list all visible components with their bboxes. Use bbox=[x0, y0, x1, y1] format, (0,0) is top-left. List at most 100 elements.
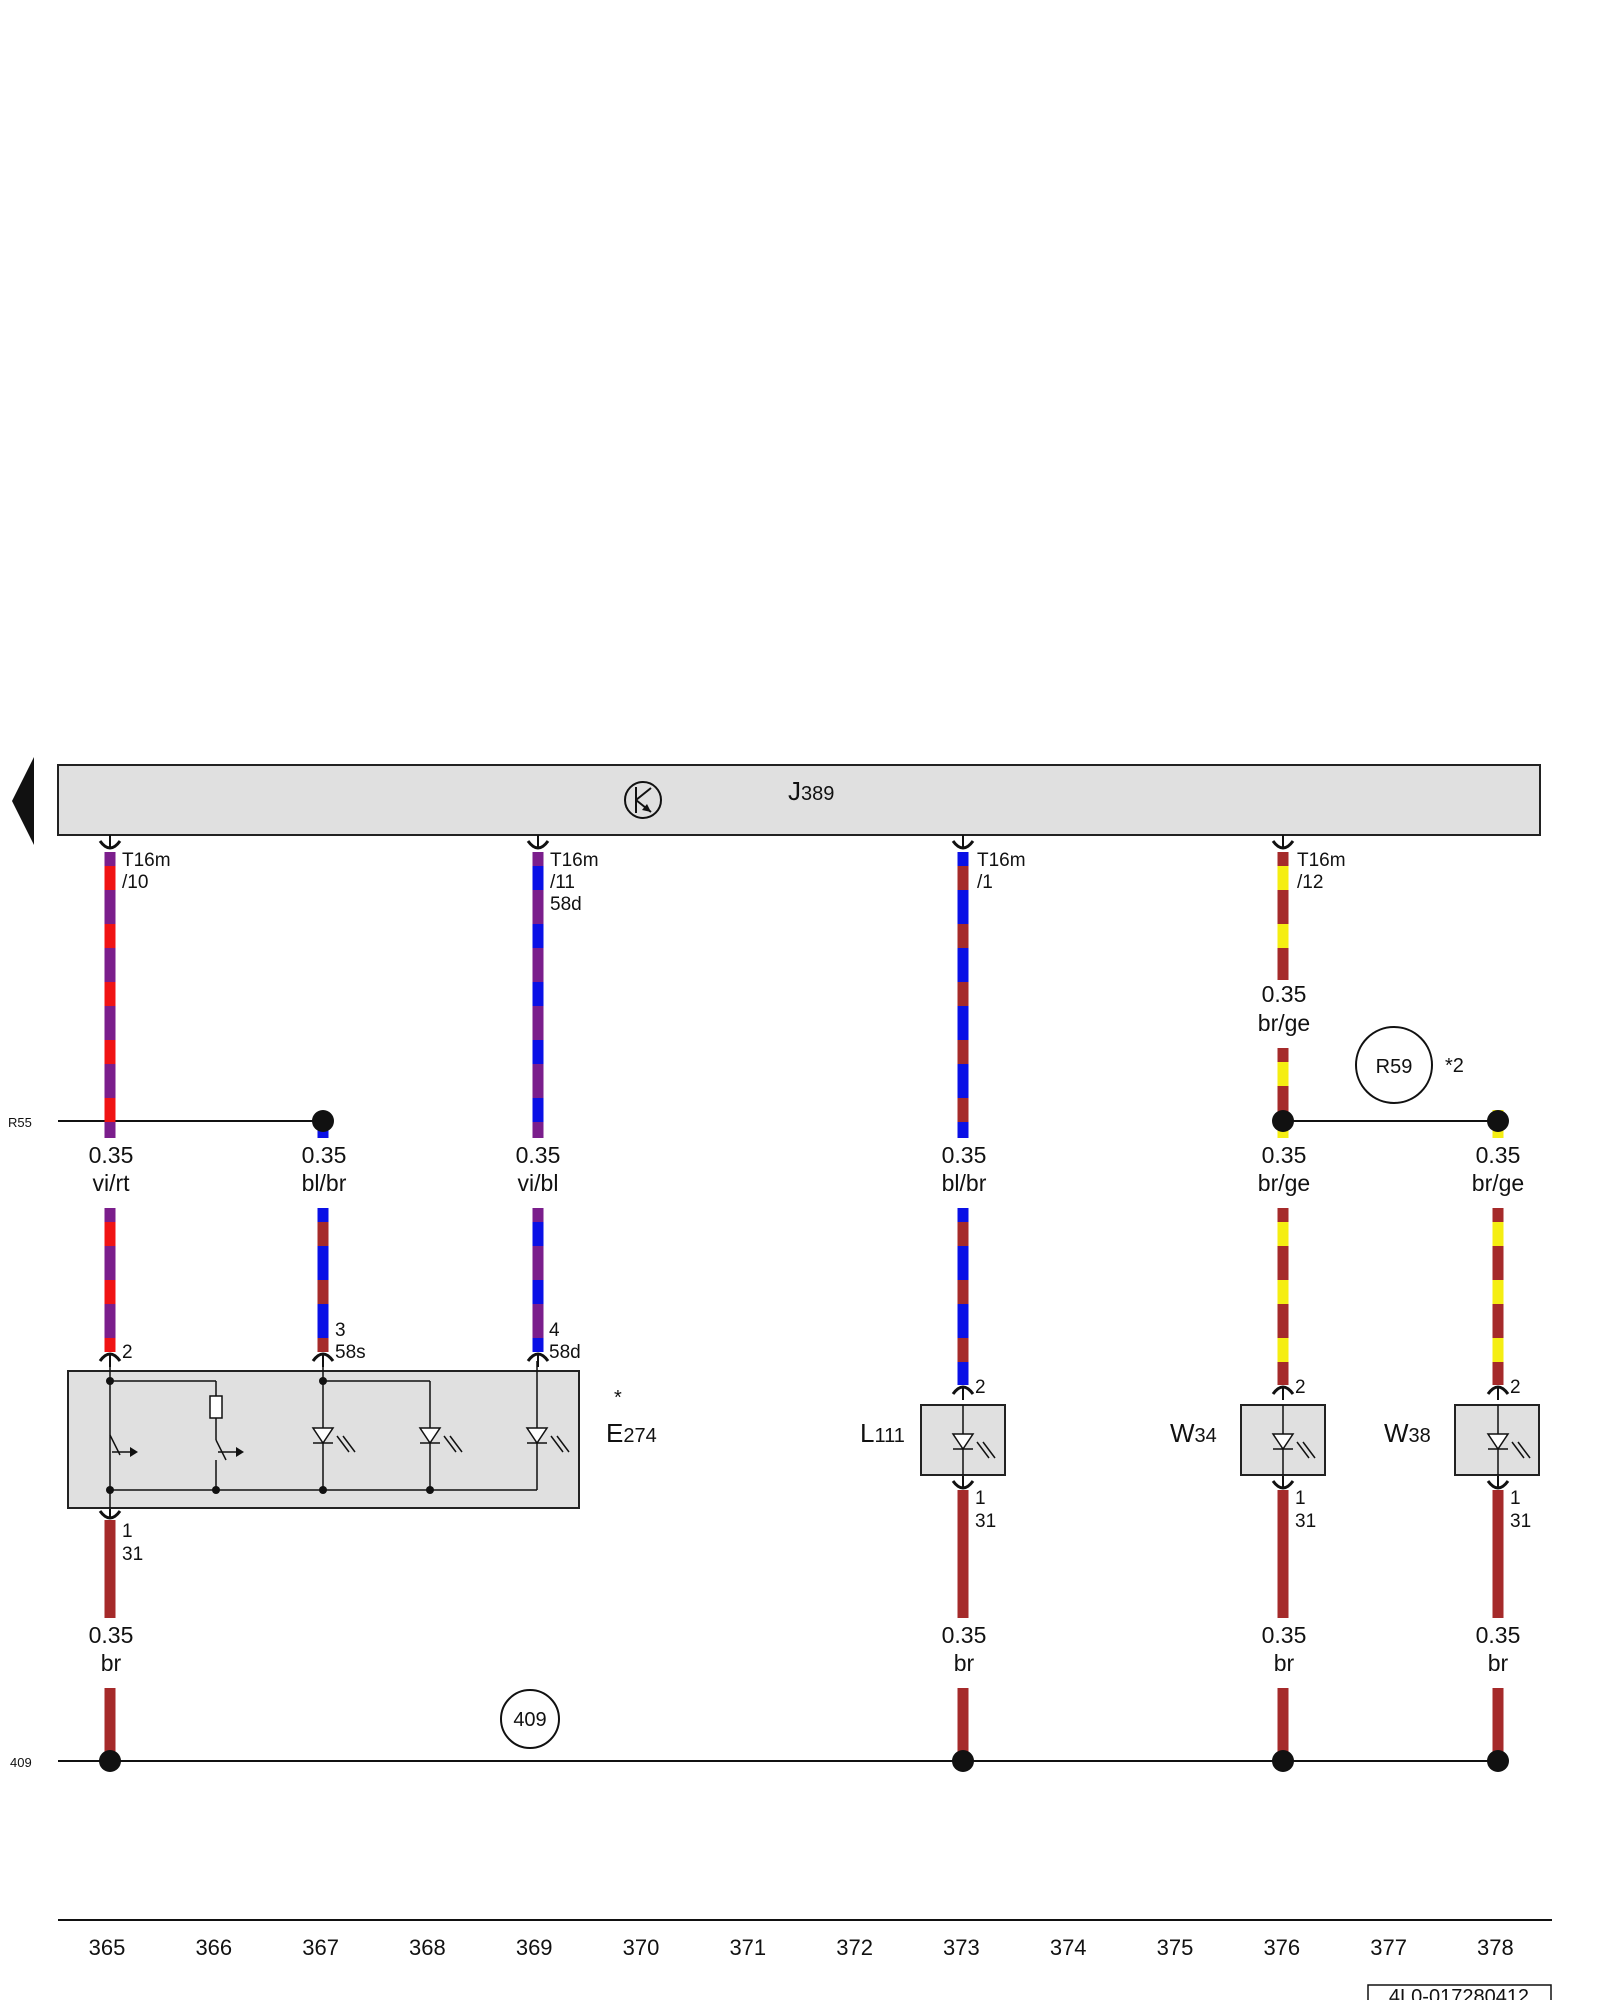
pin-label: 1 bbox=[1295, 1488, 1306, 1509]
junction-dot bbox=[952, 1750, 974, 1772]
junction-dot bbox=[1272, 1750, 1294, 1772]
wire-size-label: 0.35 bbox=[1476, 1622, 1521, 1648]
wire-stripe bbox=[1277, 866, 1289, 890]
wire-stripe bbox=[1277, 1222, 1289, 1246]
wire-stripe bbox=[104, 924, 116, 948]
component-l111[interactable] bbox=[920, 1404, 1006, 1476]
led-icon bbox=[951, 1405, 996, 1475]
svg-text:T16m: T16m bbox=[122, 850, 171, 871]
component-w38[interactable] bbox=[1454, 1404, 1540, 1476]
control-unit-j389[interactable]: J389 bbox=[57, 764, 1541, 836]
wire-stripe bbox=[957, 1338, 969, 1362]
svg-text:R59: R59 bbox=[1376, 1056, 1413, 1078]
axis-number: 368 bbox=[409, 1935, 446, 1960]
wire-color-label: bl/br bbox=[302, 1170, 347, 1196]
wire-stripe bbox=[104, 1338, 116, 1352]
wire-size-label: 0.35 bbox=[1262, 981, 1307, 1007]
wire-size-label: 0.35 bbox=[1476, 1142, 1521, 1168]
footnote-mark: *2 bbox=[1445, 1055, 1464, 1077]
pin-function-label: 58d bbox=[549, 1342, 581, 1363]
wire-size-label: 0.35 bbox=[89, 1622, 134, 1648]
transistor-icon bbox=[624, 781, 662, 819]
pin-function-label: 31 bbox=[1510, 1511, 1531, 1532]
connector-terminals bbox=[98, 835, 1510, 1520]
pin-function-label: 31 bbox=[975, 1511, 996, 1532]
pin-function-label: 31 bbox=[1295, 1511, 1316, 1532]
wire-segment bbox=[1277, 852, 1289, 980]
wire-segment bbox=[1277, 1688, 1289, 1761]
svg-text:409: 409 bbox=[513, 1709, 546, 1731]
axis-number: 369 bbox=[516, 1935, 553, 1960]
wire-stripe bbox=[1277, 1338, 1289, 1362]
wire-color-label: vi/bl bbox=[518, 1170, 559, 1196]
ref-409: 409 bbox=[10, 1755, 32, 1770]
wire-stripe bbox=[104, 1098, 116, 1122]
svg-text:J389: J389 bbox=[788, 776, 834, 806]
wire-size-label: 0.35 bbox=[89, 1142, 134, 1168]
axis-number: 372 bbox=[836, 1935, 873, 1960]
wire-color-label: br/ge bbox=[1258, 1010, 1310, 1036]
wire-color-label: br bbox=[954, 1650, 975, 1676]
wire-segment bbox=[1492, 1688, 1504, 1761]
pin-label: 2 bbox=[975, 1377, 986, 1398]
wire-stripe bbox=[957, 924, 969, 948]
wire-size-label: 0.35 bbox=[1262, 1142, 1307, 1168]
pin-label: 1 bbox=[1510, 1488, 1521, 1509]
wire-stripe bbox=[532, 924, 544, 948]
svg-text:T16m: T16m bbox=[1297, 850, 1346, 871]
wire-size-label: 0.35 bbox=[302, 1142, 347, 1168]
wire-stripe bbox=[1492, 1280, 1504, 1304]
wire-stripe bbox=[957, 1040, 969, 1064]
wire-size-label: 0.35 bbox=[942, 1142, 987, 1168]
wire-color-label: br/ge bbox=[1258, 1170, 1310, 1196]
pin-function-label: 58s bbox=[335, 1342, 366, 1363]
junction-dot bbox=[99, 1750, 121, 1772]
wire-segment bbox=[1492, 1490, 1504, 1618]
wire-stripe bbox=[317, 1280, 329, 1304]
e274-mark: * bbox=[614, 1387, 622, 1409]
axis-number: 365 bbox=[89, 1935, 126, 1960]
document-number: 4L0-017280412 bbox=[1389, 1986, 1529, 2000]
wire-segment bbox=[104, 1520, 116, 1618]
wire-stripe bbox=[957, 1280, 969, 1304]
wire-stripe bbox=[532, 1338, 544, 1352]
wire-color-label: br/ge bbox=[1472, 1170, 1524, 1196]
reference-circle-409[interactable]: 409 bbox=[500, 1689, 560, 1749]
axis-number: 377 bbox=[1370, 1935, 1407, 1960]
pin-label-t16m-11: T16m /11 58d bbox=[550, 850, 599, 915]
svg-text:T16m: T16m bbox=[550, 850, 599, 871]
reference-circle-r59[interactable]: R59 bbox=[1355, 1026, 1433, 1104]
svg-text:T16m: T16m bbox=[977, 850, 1026, 871]
axis-number: 371 bbox=[729, 1935, 766, 1960]
pin-label: 3 bbox=[335, 1320, 346, 1341]
wire-stripe bbox=[104, 866, 116, 890]
pin-label: 2 bbox=[1295, 1377, 1306, 1398]
pin-label-t16m-10: T16m /10 bbox=[122, 850, 171, 893]
svg-text:/1: /1 bbox=[977, 872, 993, 893]
wire-segment bbox=[1277, 1048, 1289, 1138]
l111-label: L111 bbox=[860, 1418, 905, 1448]
pin-label-t16m-12: T16m /12 bbox=[1297, 850, 1346, 893]
component-e274[interactable] bbox=[67, 1361, 580, 1509]
wire-stripe bbox=[1492, 1222, 1504, 1246]
svg-text:58d: 58d bbox=[550, 894, 582, 915]
wire-stripe bbox=[1277, 1062, 1289, 1086]
wire-size-label: 0.35 bbox=[516, 1142, 561, 1168]
page-back-arrow-icon[interactable] bbox=[12, 757, 34, 845]
component-w34[interactable] bbox=[1240, 1404, 1326, 1476]
axis-number: 370 bbox=[623, 1935, 660, 1960]
wire-stripe bbox=[957, 866, 969, 890]
wire-stripe bbox=[532, 982, 544, 1006]
j389-letter: J bbox=[788, 776, 801, 806]
pin-label: 1 bbox=[122, 1521, 133, 1542]
wire-stripe bbox=[532, 1222, 544, 1246]
junction-dot bbox=[312, 1110, 334, 1132]
wire-stripe bbox=[1492, 1338, 1504, 1362]
pin-label: 2 bbox=[122, 1342, 133, 1363]
wire-stripe bbox=[104, 1222, 116, 1246]
junction-dot bbox=[1487, 1110, 1509, 1132]
wire-stripe bbox=[957, 1222, 969, 1246]
pin-function-label: 31 bbox=[122, 1544, 143, 1565]
pin-label: 4 bbox=[549, 1320, 560, 1341]
